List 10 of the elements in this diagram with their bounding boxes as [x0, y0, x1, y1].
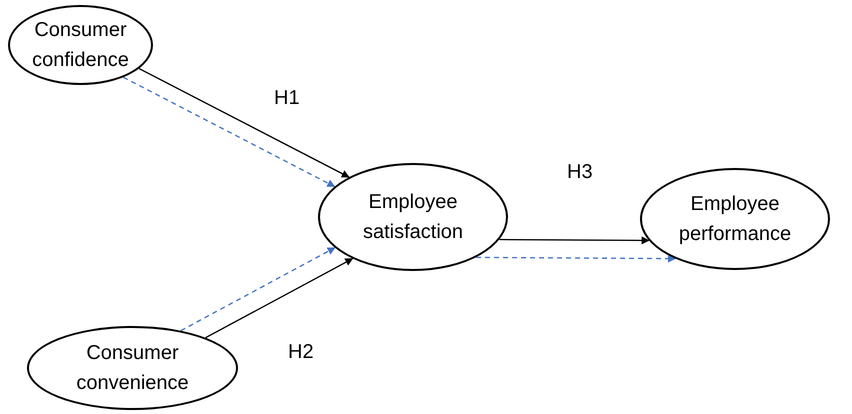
node-label: Employee satisfaction: [362, 190, 464, 245]
node-label: Consumer confidence: [31, 18, 130, 73]
node-label: Consumer convenience: [75, 341, 190, 396]
arrow: [205, 258, 354, 338]
node-label: Employee performance: [678, 192, 792, 247]
arrow: [476, 254, 676, 263]
arrow: [138, 68, 350, 178]
arrow: [180, 247, 336, 332]
arrow: [123, 76, 336, 188]
arrow: [499, 236, 650, 244]
